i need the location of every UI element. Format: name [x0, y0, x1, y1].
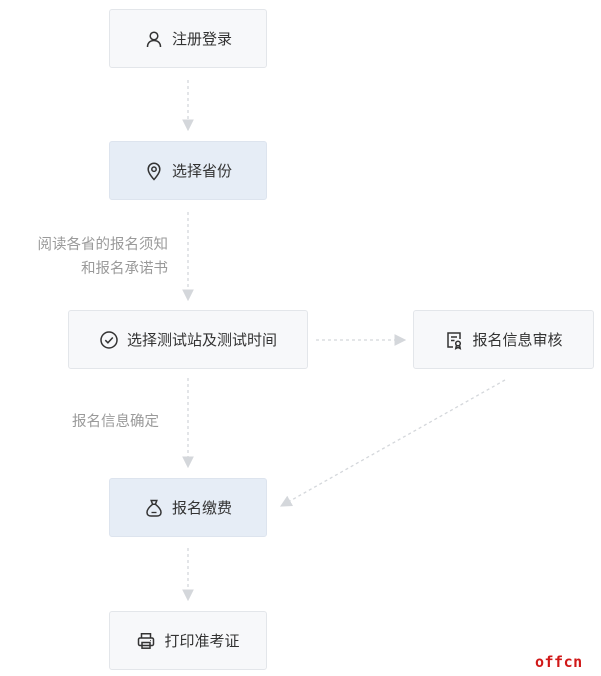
note-line: 和报名承诺书	[81, 261, 168, 277]
step-label: 注册登录	[171, 30, 232, 48]
note-line: 报名信息确定	[72, 414, 159, 430]
arrow-review-to-payment	[279, 379, 506, 507]
step-print-admission-ticket[interactable]: 打印准考证	[109, 611, 267, 670]
note-read-instructions: 阅读各省的报名须知 和报名承诺书	[20, 233, 169, 281]
document-review-icon	[444, 330, 464, 350]
check-circle-icon	[99, 330, 119, 350]
step-info-review[interactable]: 报名信息审核	[413, 310, 594, 369]
location-pin-icon	[144, 161, 164, 181]
step-register[interactable]: 注册登录	[109, 9, 267, 68]
step-label: 报名信息审核	[472, 331, 563, 349]
printer-icon	[136, 631, 156, 651]
step-label: 报名缴费	[171, 499, 232, 517]
step-payment[interactable]: 报名缴费	[109, 478, 267, 537]
step-select-province[interactable]: 选择省份	[109, 141, 267, 200]
step-label: 选择省份	[171, 162, 232, 180]
step-select-test-site[interactable]: 选择测试站及测试时间	[68, 310, 308, 369]
note-confirm-info: 报名信息确定	[72, 410, 159, 434]
offcn-watermark-logo: offcn	[535, 653, 583, 671]
money-bag-icon	[144, 498, 164, 518]
step-label: 打印准考证	[164, 632, 240, 650]
user-icon	[144, 29, 164, 49]
note-line: 阅读各省的报名须知	[37, 237, 169, 253]
step-label: 选择测试站及测试时间	[126, 331, 277, 349]
